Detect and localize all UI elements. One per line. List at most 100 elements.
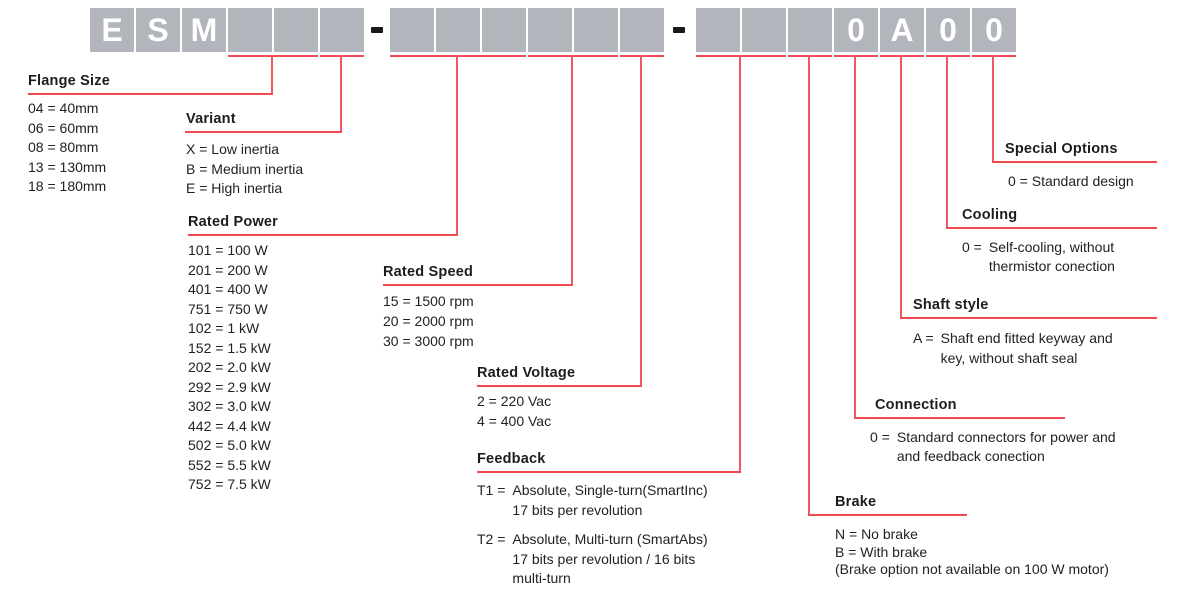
- legend-item: B = Medium inertia: [186, 160, 304, 177]
- section-underline: [854, 417, 1065, 419]
- section-special-options-items: 0 = Standard design: [1008, 172, 1134, 192]
- legend-item: 30 = 3000 rpm: [383, 333, 474, 349]
- legend-item-description: Standard connectors for power and and fe…: [897, 428, 1116, 465]
- legend-item: 18 = 180mm: [28, 178, 107, 194]
- section-underline: [946, 227, 1157, 229]
- connector-line: [340, 55, 342, 131]
- legend-item-description: Absolute, Single-turn(SmartInc) 17 bits …: [512, 481, 707, 520]
- code-box: S: [136, 8, 180, 52]
- legend-item: 0 = Standard design: [1008, 173, 1134, 189]
- connector-line: [808, 55, 810, 514]
- connector-line: [880, 55, 924, 57]
- legend-item: 101 = 100 W: [188, 242, 268, 258]
- legend-item-line: Self-cooling, without: [988, 239, 1115, 255]
- legend-item: 2 = 220 Vac: [477, 393, 552, 409]
- code-box: [620, 8, 664, 52]
- legend-item-code: T1 =: [477, 482, 506, 498]
- legend-item-line: Absolute, Multi-turn (SmartAbs): [512, 531, 708, 547]
- connector-line: [620, 55, 664, 57]
- section-underline: [992, 161, 1157, 163]
- section-title-flange-size: Flange Size: [28, 73, 110, 89]
- section-rated-power-items: 101 = 100 W 201 = 200 W 401 = 400 W 751 …: [188, 241, 271, 495]
- legend-item-description: Self-cooling, without thermistor conecti…: [989, 238, 1115, 275]
- legend-item: B = With brake: [835, 543, 928, 560]
- legend-item: 06 = 60mm: [28, 119, 99, 136]
- code-box: [696, 8, 740, 52]
- connector-line: [640, 55, 642, 385]
- code-box: M: [182, 8, 226, 52]
- legend-item: 20 = 2000 rpm: [383, 313, 474, 329]
- legend-item: 13 = 130mm: [28, 158, 107, 175]
- legend-item: 04 = 40mm: [28, 100, 99, 116]
- legend-item: (Brake option not available on 100 W mot…: [835, 561, 1109, 578]
- legend-item-description: Shaft end fitted keyway and key, without…: [941, 328, 1113, 368]
- connector-line: [320, 55, 364, 57]
- connector-line: [271, 55, 273, 93]
- legend-item-line: and feedback conection: [896, 447, 1045, 464]
- section-underline: [383, 284, 573, 286]
- legend-item-line: multi-turn: [512, 570, 571, 586]
- connector-line: [834, 55, 878, 57]
- code-box: A: [880, 8, 924, 52]
- code-box: [390, 8, 434, 52]
- legend-item-code: A =: [913, 330, 934, 346]
- legend-item: 302 = 3.0 kW: [188, 398, 271, 414]
- legend-item: 0 = Standard connectors for power and an…: [870, 428, 1116, 465]
- legend-item-code: T2 =: [477, 531, 506, 547]
- legend-item-line: Absolute, Single-turn(SmartInc): [512, 482, 708, 498]
- legend-item: 752 = 7.5 kW: [188, 476, 271, 492]
- section-flange-size-items: 04 = 40mm 06 = 60mm 08 = 80mm 13 = 130mm…: [28, 99, 106, 197]
- section-underline: [188, 234, 458, 236]
- legend-item-code: 0 =: [962, 239, 982, 255]
- section-underline: [477, 385, 642, 387]
- code-box: [742, 8, 786, 52]
- section-brake-items: N = No brake B = With brake (Brake optio…: [835, 526, 1109, 579]
- connector-line: [854, 55, 856, 417]
- section-title-special-options: Special Options: [1005, 141, 1118, 157]
- connector-line: [228, 55, 318, 57]
- connector-line: [788, 55, 832, 57]
- connector-line: [390, 55, 526, 57]
- connector-line: [972, 55, 1016, 57]
- section-title-rated-speed: Rated Speed: [383, 264, 474, 280]
- connector-line: [926, 55, 970, 57]
- legend-item: 08 = 80mm: [28, 139, 99, 155]
- connector-line: [946, 55, 948, 227]
- code-box: 0: [972, 8, 1016, 52]
- separator-dash: [371, 27, 383, 33]
- section-title-variant: Variant: [186, 111, 236, 127]
- legend-item-line: 17 bits per revolution / 16 bits: [512, 550, 696, 567]
- section-underline: [28, 93, 273, 95]
- legend-item: 4 = 400 Vac: [477, 413, 552, 429]
- section-title-feedback: Feedback: [477, 451, 546, 467]
- section-rated-speed-items: 15 = 1500 rpm 20 = 2000 rpm 30 = 3000 rp…: [383, 291, 474, 351]
- section-title-rated-voltage: Rated Voltage: [477, 365, 576, 381]
- section-underline: [808, 514, 967, 516]
- legend-item: 0 = Self-cooling, without thermistor con…: [962, 238, 1115, 275]
- section-underline: [185, 131, 342, 133]
- section-title-shaft-style: Shaft style: [913, 297, 989, 313]
- legend-item: E = High inertia: [186, 180, 283, 196]
- connector-line: [900, 55, 902, 317]
- code-box: 0: [926, 8, 970, 52]
- legend-item: A = Shaft end fitted keyway and key, wit…: [913, 328, 1113, 368]
- connector-line: [456, 55, 458, 234]
- code-box: [574, 8, 618, 52]
- legend-item-line: Standard connectors for power and: [896, 429, 1116, 445]
- section-title-brake: Brake: [835, 494, 877, 510]
- code-box: [482, 8, 526, 52]
- legend-item: 15 = 1500 rpm: [383, 293, 474, 309]
- legend-item: 152 = 1.5 kW: [188, 339, 271, 356]
- code-box: [274, 8, 318, 52]
- code-box: [528, 8, 572, 52]
- section-underline: [900, 317, 1157, 319]
- legend-item: 401 = 400 W: [188, 281, 268, 297]
- section-feedback-items: T1 = Absolute, Single-turn(SmartInc) 17 …: [477, 481, 708, 589]
- legend-item-line: thermistor conection: [988, 257, 1115, 274]
- legend-item-line: 17 bits per revolution: [512, 501, 643, 518]
- legend-item: T1 = Absolute, Single-turn(SmartInc) 17 …: [477, 481, 708, 520]
- legend-item: 502 = 5.0 kW: [188, 437, 271, 453]
- legend-item: 442 = 4.4 kW: [188, 417, 271, 434]
- legend-item: T2 = Absolute, Multi-turn (SmartAbs) 17 …: [477, 530, 708, 589]
- legend-item: N = No brake: [835, 526, 918, 542]
